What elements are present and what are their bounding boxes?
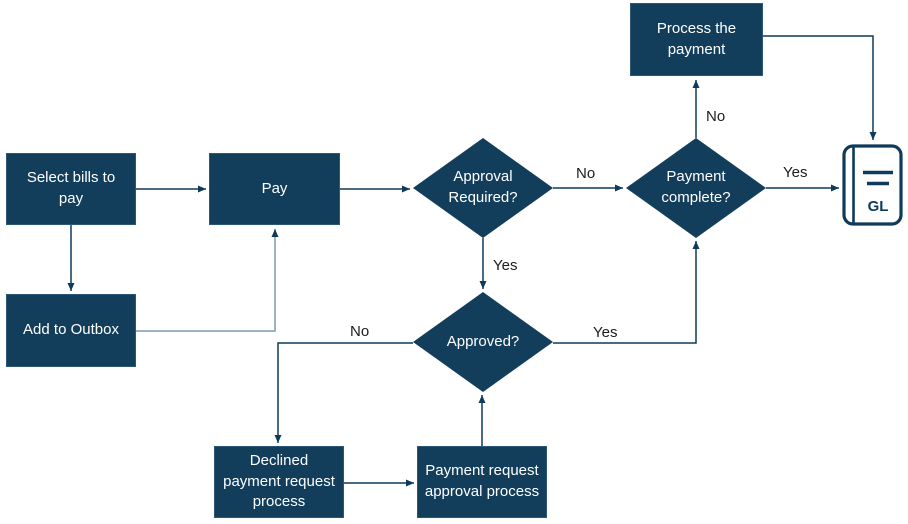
node-select-bills-to-pay: Select bills to pay <box>6 153 136 225</box>
node-payment-request-approval-process: Payment request approval process <box>417 446 547 518</box>
edge-approved-no-to-declined-process <box>274 342 413 443</box>
gl-label: GL <box>868 198 889 215</box>
node-label: Add to Outbox <box>23 321 119 339</box>
edge-label-approval-required-no: No <box>576 165 596 182</box>
edge-label-payment-complete-yes: Yes <box>783 164 808 181</box>
node-declined-payment-request-process: Declined payment request process <box>214 446 344 518</box>
node-label: Approved? <box>446 332 520 350</box>
node-label: Declined payment request process <box>223 451 335 511</box>
node-process-the-payment: Process the payment <box>630 3 763 76</box>
edge-add-outbox-to-pay <box>136 229 279 332</box>
node-add-to-outbox: Add to Outbox <box>6 294 136 367</box>
general-ledger-icon: GL <box>842 144 903 226</box>
edge-process-payment-to-gl <box>763 35 877 140</box>
edge-label-payment-complete-no: No <box>706 108 726 125</box>
node-pay: Pay <box>209 153 340 225</box>
edge-label-approved-yes: Yes <box>593 324 618 341</box>
node-label: Approval Required? <box>448 168 518 206</box>
node-label: Payment request approval process <box>424 462 540 500</box>
node-label: Payment complete? <box>661 168 731 206</box>
node-label: Process the payment <box>656 19 737 58</box>
edge-label-approved-no: No <box>350 323 370 340</box>
node-label: Select bills to pay <box>26 169 116 207</box>
ledger-book-icon: GL <box>842 144 903 226</box>
edge-approved-yes-to-payment-complete <box>553 241 700 344</box>
node-label: Pay <box>261 179 288 197</box>
edge-label-approval-required-yes: Yes <box>493 257 518 274</box>
